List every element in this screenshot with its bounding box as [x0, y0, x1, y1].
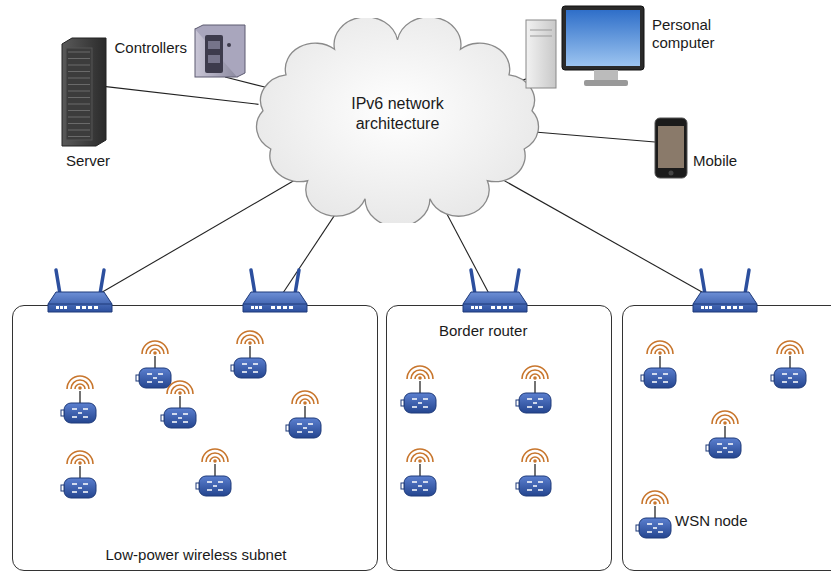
- wsn-node-icon: [61, 376, 96, 423]
- server-device: Server: [62, 38, 106, 146]
- device-label: Server: [66, 152, 110, 170]
- mobile-icon: [655, 118, 687, 178]
- controller-device: Controllers: [195, 25, 245, 77]
- wsn-node-icon: [231, 331, 266, 378]
- wsn-node-icon: [641, 341, 676, 388]
- network-link: [523, 77, 532, 80]
- server-icon: [62, 38, 106, 146]
- wsn-node-icon: [196, 449, 231, 496]
- cloud-label: IPv6 network architecture: [333, 94, 463, 132]
- device-label: Controllers: [114, 39, 187, 57]
- wsn-node-icon: [136, 341, 171, 388]
- wsn-node-icon: [401, 366, 436, 413]
- subnet-box: Border router: [386, 305, 612, 571]
- subnet-label: Border router: [439, 322, 527, 340]
- border-router-icon: [463, 270, 527, 312]
- device-label: Personal computer: [652, 16, 738, 52]
- subnet-box: WSN node: [622, 305, 831, 571]
- wsn-node-icon: [516, 366, 551, 413]
- network-link: [538, 132, 655, 142]
- network-cloud: IPv6 network architecture: [240, 18, 555, 223]
- border-router-icon: [243, 270, 307, 312]
- wsn-node-icon: [771, 341, 806, 388]
- border-router-icon: [48, 270, 112, 312]
- subnet-label: Low-power wireless subnet: [106, 546, 287, 564]
- cloud-shape: [257, 18, 539, 223]
- wsn-node-icon: [706, 411, 741, 458]
- pc-device: Personal computer: [522, 4, 646, 90]
- subnet-box: Low-power wireless subnet: [12, 305, 378, 571]
- device-label: Mobile: [693, 152, 737, 170]
- network-link: [441, 203, 495, 305]
- mobile-device: Mobile: [655, 118, 687, 178]
- subnet-label: WSN node: [675, 512, 748, 530]
- network-link: [106, 87, 258, 105]
- wsn-node-icon: [636, 491, 671, 538]
- network-link: [502, 179, 725, 305]
- pc-icon: [526, 6, 644, 88]
- wsn-node-icon: [516, 449, 551, 496]
- network-link: [80, 180, 295, 305]
- wsn-node-icon: [401, 449, 436, 496]
- network-link: [225, 77, 267, 88]
- wsn-node-icon: [161, 381, 196, 428]
- controller-icon: [195, 25, 245, 77]
- border-router-icon: [693, 270, 757, 312]
- wsn-node-icon: [61, 451, 96, 498]
- wsn-node-icon: [286, 391, 321, 438]
